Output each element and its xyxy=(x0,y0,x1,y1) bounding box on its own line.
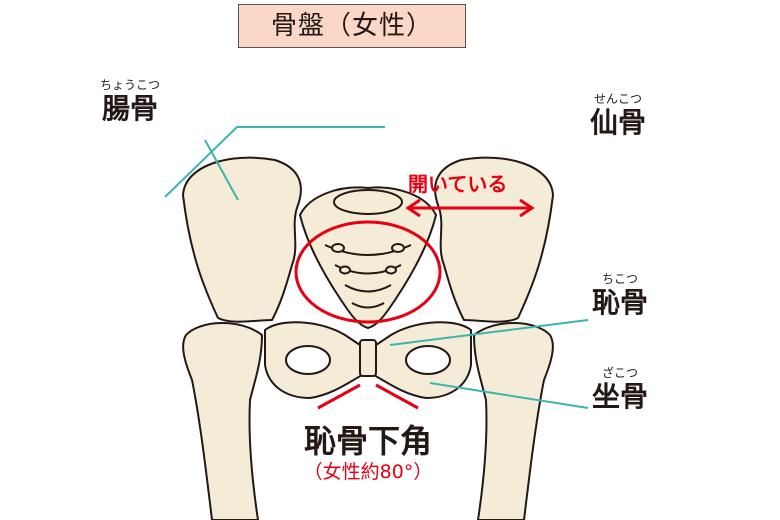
subpubic-angle-label: 恥骨下角 （女性約80°） xyxy=(268,422,468,484)
right-femur xyxy=(473,322,554,520)
right-ilium xyxy=(434,156,554,323)
label-ischium: ざこつ 坐骨 xyxy=(592,366,648,414)
label-sacrum: せんこつ 仙骨 xyxy=(590,92,646,140)
page-title: 骨盤（女性） xyxy=(238,4,466,48)
subpubic-angle-title: 恥骨下角 xyxy=(303,422,432,460)
pelvic-inlet-circle xyxy=(294,220,442,324)
leader-lines xyxy=(164,126,589,409)
left-femur xyxy=(182,322,263,520)
ilium-ruby: ちょうこつ xyxy=(100,78,161,92)
ischium-name: 坐骨 xyxy=(592,380,649,413)
ilium-name: 腸骨 xyxy=(102,92,159,125)
label-pubis: ちこつ 恥骨 xyxy=(592,272,648,320)
sacrum xyxy=(299,186,437,329)
subpubic-angle-mark xyxy=(317,383,419,410)
ischium-ruby: ざこつ xyxy=(602,366,639,380)
open-annotation: 開いている xyxy=(408,172,508,196)
pubis-ruby: ちこつ xyxy=(602,272,639,286)
sacrum-name: 仙骨 xyxy=(590,106,647,139)
subpubic-angle-note: （女性約80°） xyxy=(303,461,433,483)
label-ilium: ちょうこつ 腸骨 xyxy=(100,78,160,126)
left-ilium xyxy=(182,156,302,323)
sacrum-ruby: せんこつ xyxy=(594,92,643,106)
pubis-name: 恥骨 xyxy=(592,286,649,319)
